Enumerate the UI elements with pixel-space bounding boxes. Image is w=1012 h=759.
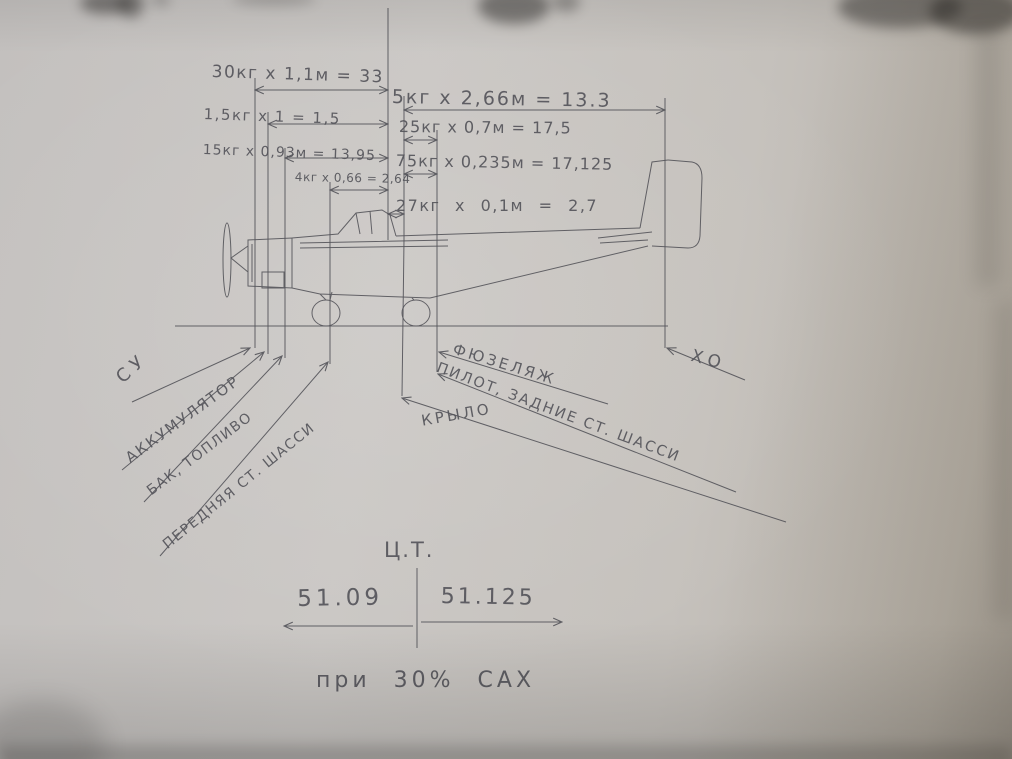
formula-5kg: 5кг x 2,66м = 13.3 xyxy=(391,86,612,112)
photo-artifact xyxy=(552,0,580,12)
photo-artifact xyxy=(478,0,550,24)
photo-artifact xyxy=(80,0,132,14)
label-front-gear: ПЕРЕДНЯЯ СТ. ШАССИ xyxy=(160,419,319,553)
formula-75kg: 75кг x 0,235м = 17,125 xyxy=(395,151,614,174)
cg-left-value: 51.09 xyxy=(297,584,384,612)
formula-1-5kg: 1,5кг x 1 = 1,5 xyxy=(203,105,342,128)
cg-title: Ц.Т. xyxy=(384,538,435,562)
label-wing: КРЫЛО xyxy=(420,399,494,430)
label-battery: АККУМУЛЯТОР xyxy=(122,371,244,467)
formula-30kg: 30кг x 1,1м = 33 xyxy=(211,62,385,88)
photo-artifact xyxy=(993,300,1012,620)
photo-artifact xyxy=(930,0,1012,34)
photo-artifact xyxy=(975,28,1001,288)
photo-artifact xyxy=(152,0,170,6)
photo-artifact xyxy=(232,0,316,6)
label-su-power-unit: СУ xyxy=(112,348,153,388)
cg-right-value: 51.125 xyxy=(440,584,536,611)
formula-25kg: 25кг x 0,7м = 17,5 xyxy=(398,117,572,138)
formula-4kg: 4кг x 0,66 = 2,64 xyxy=(294,170,411,187)
formula-27kg: 27кг x 0,1м = 2,7 xyxy=(396,196,599,215)
photo-artifact xyxy=(0,746,1012,759)
formula-15kg: 15кг x 0,93м = 13,95 xyxy=(202,142,377,165)
cg-note: при 30% САХ xyxy=(316,668,536,693)
label-horizontal-tail: ХО xyxy=(688,346,728,375)
airplane-sketch xyxy=(222,159,703,327)
photo-artifact xyxy=(118,0,144,18)
